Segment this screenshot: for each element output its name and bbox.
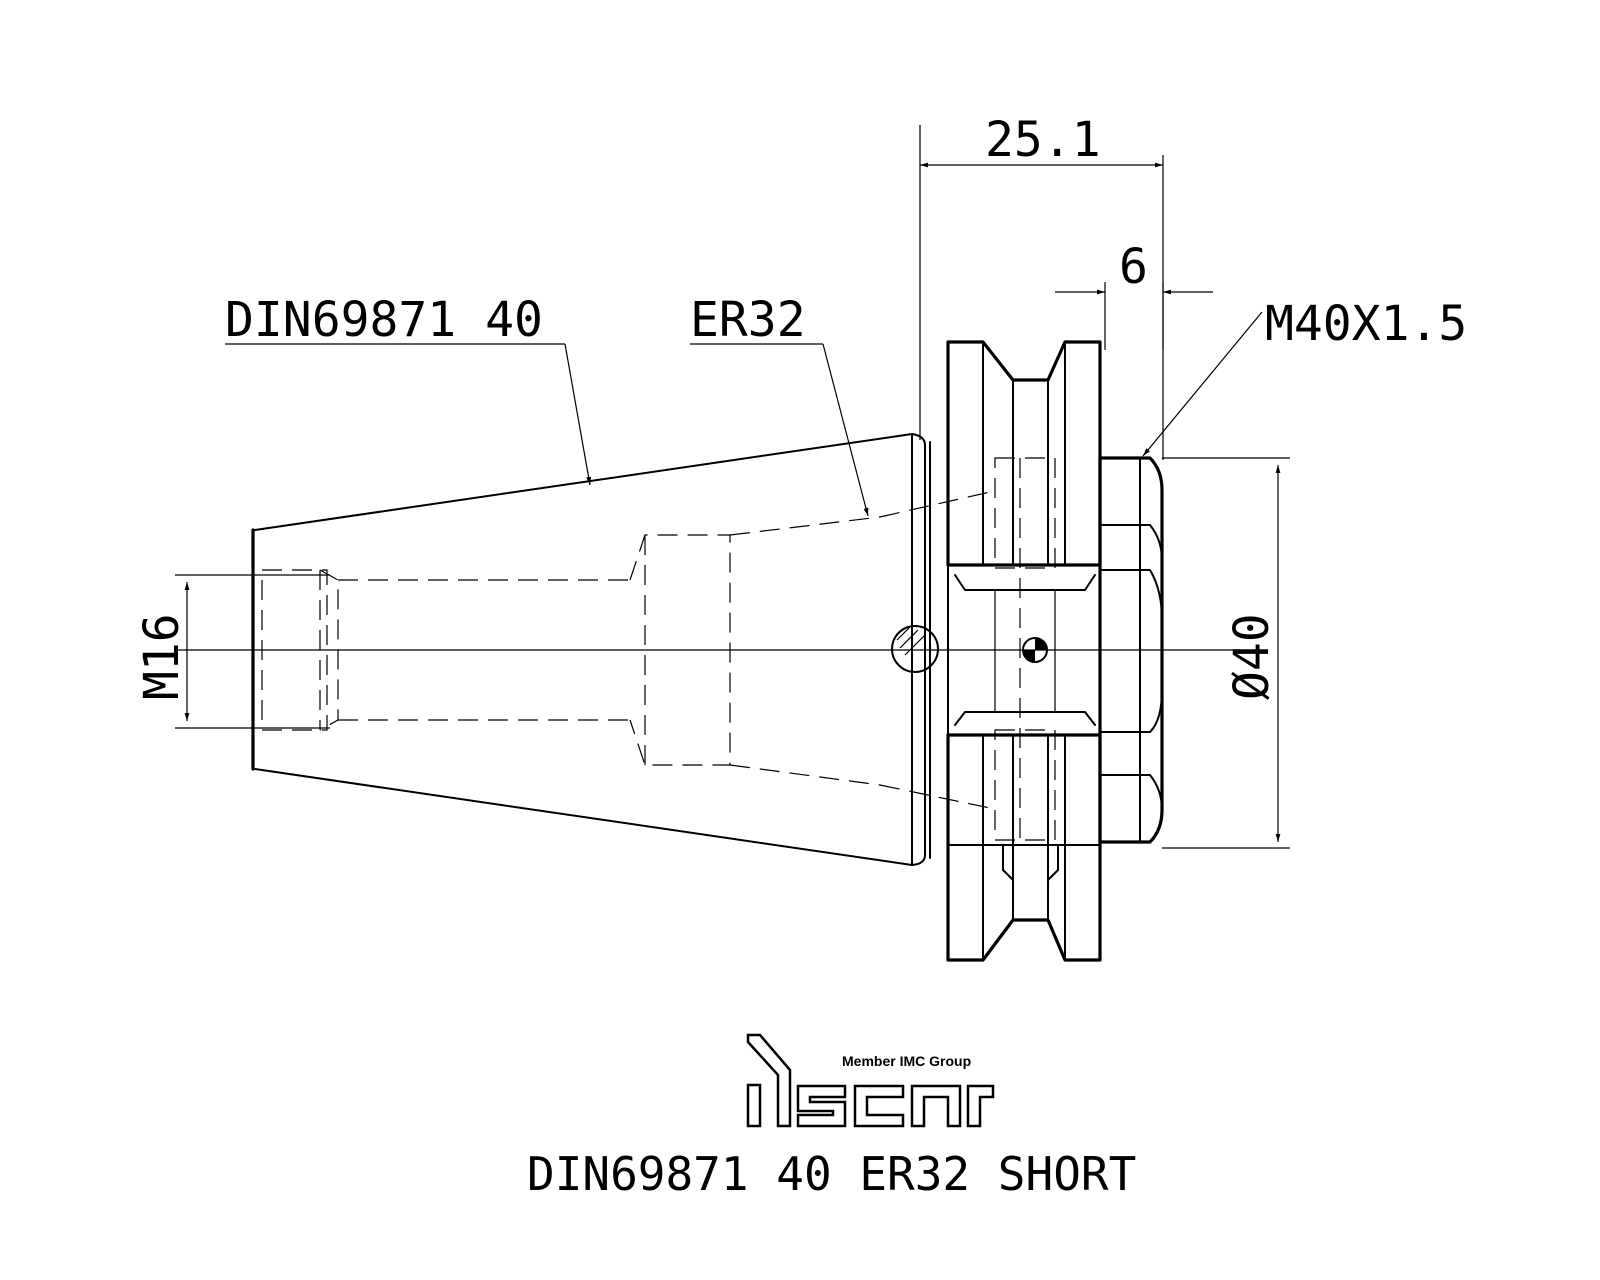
dim-nut-length: 6 (1055, 239, 1213, 350)
dim-overall-length: 25.1 (919, 112, 1164, 460)
callout-thread-label: M40X1.5 (1265, 296, 1467, 352)
iscar-logo: Member IMC Group iscar (746, 1033, 995, 1128)
iscar-logo-mark (746, 1033, 995, 1128)
dim-nut-length-label: 6 (1119, 239, 1148, 295)
dim-inner-thread: M16 (134, 574, 330, 729)
callout-taper-label: DIN69871 40 (225, 292, 543, 348)
dim-diameter: Ø40 (1162, 457, 1290, 849)
dim-diameter-label: Ø40 (1224, 613, 1280, 700)
callout-taper: DIN69871 40 (225, 292, 591, 486)
callout-thread: M40X1.5 (1142, 296, 1467, 457)
drive-pin (891, 625, 939, 673)
logo-tagline: Member IMC Group (842, 1053, 971, 1069)
callout-collet-label: ER32 (690, 292, 806, 348)
dim-inner-thread-label: M16 (134, 613, 190, 700)
drawing-title: DIN69871 40 ER32 SHORT (527, 1147, 1136, 1201)
callout-collet: ER32 (690, 292, 869, 517)
dim-overall-length-label: 25.1 (985, 112, 1101, 168)
